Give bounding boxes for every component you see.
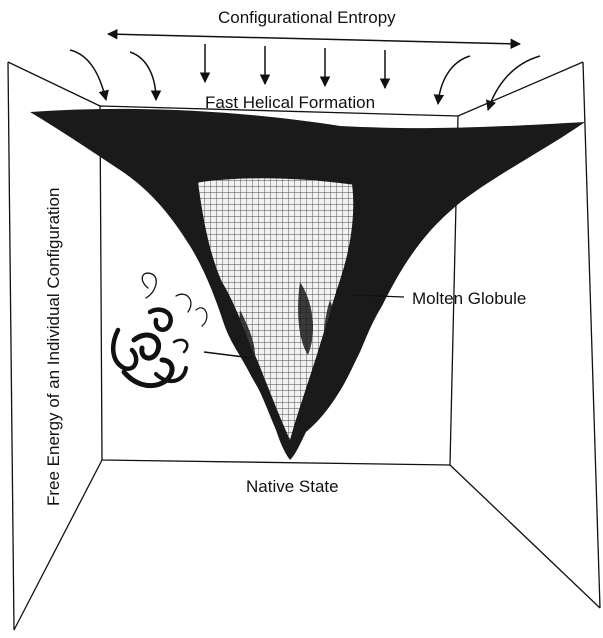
box-frame xyxy=(7,61,601,631)
box-edge-tl xyxy=(7,61,101,107)
box-left-front xyxy=(7,61,15,631)
box-edge-br xyxy=(449,464,601,609)
curved-arrow-icon xyxy=(486,55,541,111)
curved-arrow-icon xyxy=(433,55,471,106)
molten-globule-label: Molten Globule xyxy=(412,289,527,308)
curved-arrow-icon xyxy=(69,49,109,102)
box-edge-bl xyxy=(13,459,103,631)
double-arrow-icon xyxy=(106,28,522,50)
box-edge-tr xyxy=(457,61,584,117)
native-state-label: Native State xyxy=(246,477,339,496)
fast-helical-formation-label: Fast Helical Formation xyxy=(205,93,376,112)
free-energy-axis-label: Free Energy of an Individual Configurati… xyxy=(44,187,63,506)
native-pointer xyxy=(203,351,253,359)
molten-pointer xyxy=(351,294,405,298)
configurational-entropy-label: Configurational Entropy xyxy=(218,8,396,27)
curved-arrow-icon xyxy=(129,51,162,102)
protein-ribbon-icon xyxy=(110,272,208,389)
box-right-front xyxy=(582,61,601,609)
